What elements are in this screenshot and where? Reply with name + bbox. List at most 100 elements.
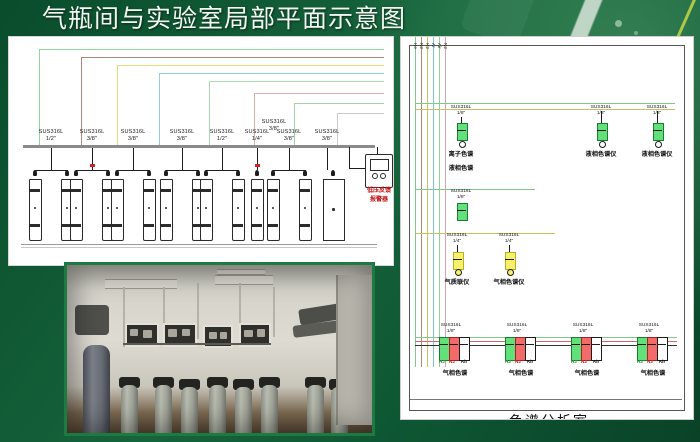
device-7-name: 气相色谱仪	[493, 279, 525, 286]
device-3-instrument[interactable]	[457, 203, 468, 221]
device-4-name: 液相色谱仪	[585, 151, 617, 158]
device-1-instrument[interactable]	[457, 123, 468, 141]
gc-1-instrument-air[interactable]	[459, 337, 470, 361]
pipe-label-2-material: SUS316L	[79, 129, 105, 135]
device-1-stem	[461, 117, 462, 127]
pipe-route-green3-h	[294, 103, 384, 104]
alarm-device-label: 低压反馈 报警器	[353, 187, 393, 205]
pipe-label-4-size: 3/8"	[176, 136, 188, 142]
dist-run-top2	[415, 109, 675, 110]
device-2-name: 液相色谱	[448, 165, 474, 172]
gas-cylinder	[143, 179, 156, 241]
device-3-pipe-label: SUS316L 1/8"	[437, 189, 485, 201]
gas-cylinder	[299, 179, 312, 241]
alarm-lead-h	[349, 168, 377, 169]
device-7-stem	[509, 245, 510, 257]
dist-run-bottom2	[415, 341, 677, 342]
drop-stem-7	[289, 148, 290, 170]
gc-3-pipe-size: 1/8"	[578, 329, 588, 334]
regulator-3b	[147, 170, 151, 176]
gc-1-gas-2: N2	[448, 360, 456, 365]
pipe-label-6-size: 1/4"	[251, 136, 263, 142]
device-5-pipe-material: SUS316L	[646, 105, 668, 110]
device-7-pipe-material: SUS316L	[498, 233, 520, 238]
device-5-instrument[interactable]	[653, 123, 664, 141]
gc-3-pipe-label: SUS316L 1/8"	[559, 323, 607, 335]
gc-3-instrument-air[interactable]	[591, 337, 602, 361]
gc-2-instrument-air[interactable]	[525, 337, 536, 361]
photo-cylinder-cap	[179, 379, 200, 390]
pipe-label-3-size: 3/8"	[127, 136, 139, 142]
device-7-pipe-label: SUS316L 1/4"	[485, 233, 533, 245]
pipe-label-3: SUS316L 3/8"	[113, 129, 153, 143]
pipe-label-2: SUS316L 3/8"	[72, 129, 112, 143]
device-5-stem	[657, 111, 658, 125]
gas-room-photo	[64, 262, 375, 436]
drop-stem-6	[257, 148, 258, 170]
device-4-instrument[interactable]	[597, 123, 608, 141]
photo-pipe-5	[273, 287, 275, 337]
pipe-label-4: SUS316L 3/8"	[162, 129, 202, 143]
riser-label-4: Ar	[431, 43, 436, 48]
pipe-route-yellow-v	[117, 65, 118, 145]
drop-stem-8	[327, 148, 328, 170]
drop-stem-1	[51, 148, 52, 170]
device-5-valve-icon[interactable]	[655, 141, 662, 148]
photo-pipe-4	[239, 283, 241, 335]
photo-door	[336, 275, 372, 425]
device-3-pipe-size: 1/8"	[456, 195, 466, 200]
gc-4-name: 气相色谱	[640, 370, 666, 377]
header-pipe-size: 3/8"	[268, 126, 280, 132]
regulator-3a	[115, 170, 119, 176]
photo-cylinder	[261, 385, 278, 433]
device-5-name: 液相色谱仪	[641, 151, 673, 158]
regulator-7b	[303, 170, 307, 176]
room-divider-line	[410, 399, 682, 400]
pipe-label-3-material: SUS316L	[120, 129, 146, 135]
device-1-name: 离子色谱	[448, 151, 474, 158]
regulator-6	[255, 170, 259, 176]
pipe-label-8-size: 3/8"	[321, 136, 333, 142]
gc-2-pipe-label: SUS316L 1/8"	[493, 323, 541, 335]
photo-duct-2	[215, 275, 273, 285]
device-6-valve-icon[interactable]	[455, 269, 462, 276]
pipe-label-5-material: SUS316L	[209, 129, 235, 135]
regulator-2b	[106, 170, 110, 176]
photo-cylinder-cap	[259, 377, 280, 388]
photo-pipe-2	[163, 287, 165, 345]
gc-4-instrument-air[interactable]	[657, 337, 668, 361]
device-6-instrument[interactable]	[453, 252, 464, 270]
pipe-label-7: SUS316L 3/8"	[269, 129, 309, 143]
pipe-label-1-size: 1/2"	[45, 136, 57, 142]
photo-cylinder	[121, 385, 138, 433]
device-4-valve-icon[interactable]	[599, 141, 606, 148]
pipe-route-brown-v	[81, 57, 82, 145]
device-1-pipe-size: 1/8"	[456, 111, 466, 116]
photo-duct-3	[217, 269, 265, 275]
photo-cylinder	[155, 385, 172, 433]
device-7-valve-icon[interactable]	[507, 269, 514, 276]
pipe-route-cyan-v	[159, 73, 160, 145]
page-title: 气瓶间与实验室局部平面示意图	[42, 5, 407, 33]
regulator-1a	[33, 170, 37, 176]
low-pressure-alarm-device[interactable]	[365, 154, 393, 188]
alarm-label-line1: 低压反馈	[366, 188, 391, 194]
right-schematic-drawing: He N2 H2 Ar Air N2 SUS316L 1/8" 离子色谱 液相色…	[401, 37, 693, 419]
gas-cylinder	[251, 179, 264, 241]
regulator-4a	[164, 170, 168, 176]
riser-line-1	[415, 37, 416, 367]
yoke-1	[35, 170, 68, 171]
gc-2-name: 气相色谱	[508, 370, 534, 377]
regulator-7a	[271, 170, 275, 176]
device-7-instrument[interactable]	[505, 252, 516, 270]
pipe-route-green-h	[39, 49, 384, 50]
device-1-valve-icon[interactable]	[459, 141, 466, 148]
pipe-label-5-size: 1/2"	[216, 136, 228, 142]
gc-4-pipe-label: SUS316L 1/8"	[625, 323, 673, 335]
pipe-label-1-material: SUS316L	[38, 129, 64, 135]
gc-1-pipe-label: SUS316L 1/8"	[427, 323, 475, 335]
decorative-dot-small	[634, 31, 638, 35]
pipe-label-6-material: SUS316L	[244, 129, 270, 135]
gc-1-gas-1: H2	[438, 360, 446, 365]
device-6-name: 气质联仪	[444, 279, 470, 286]
